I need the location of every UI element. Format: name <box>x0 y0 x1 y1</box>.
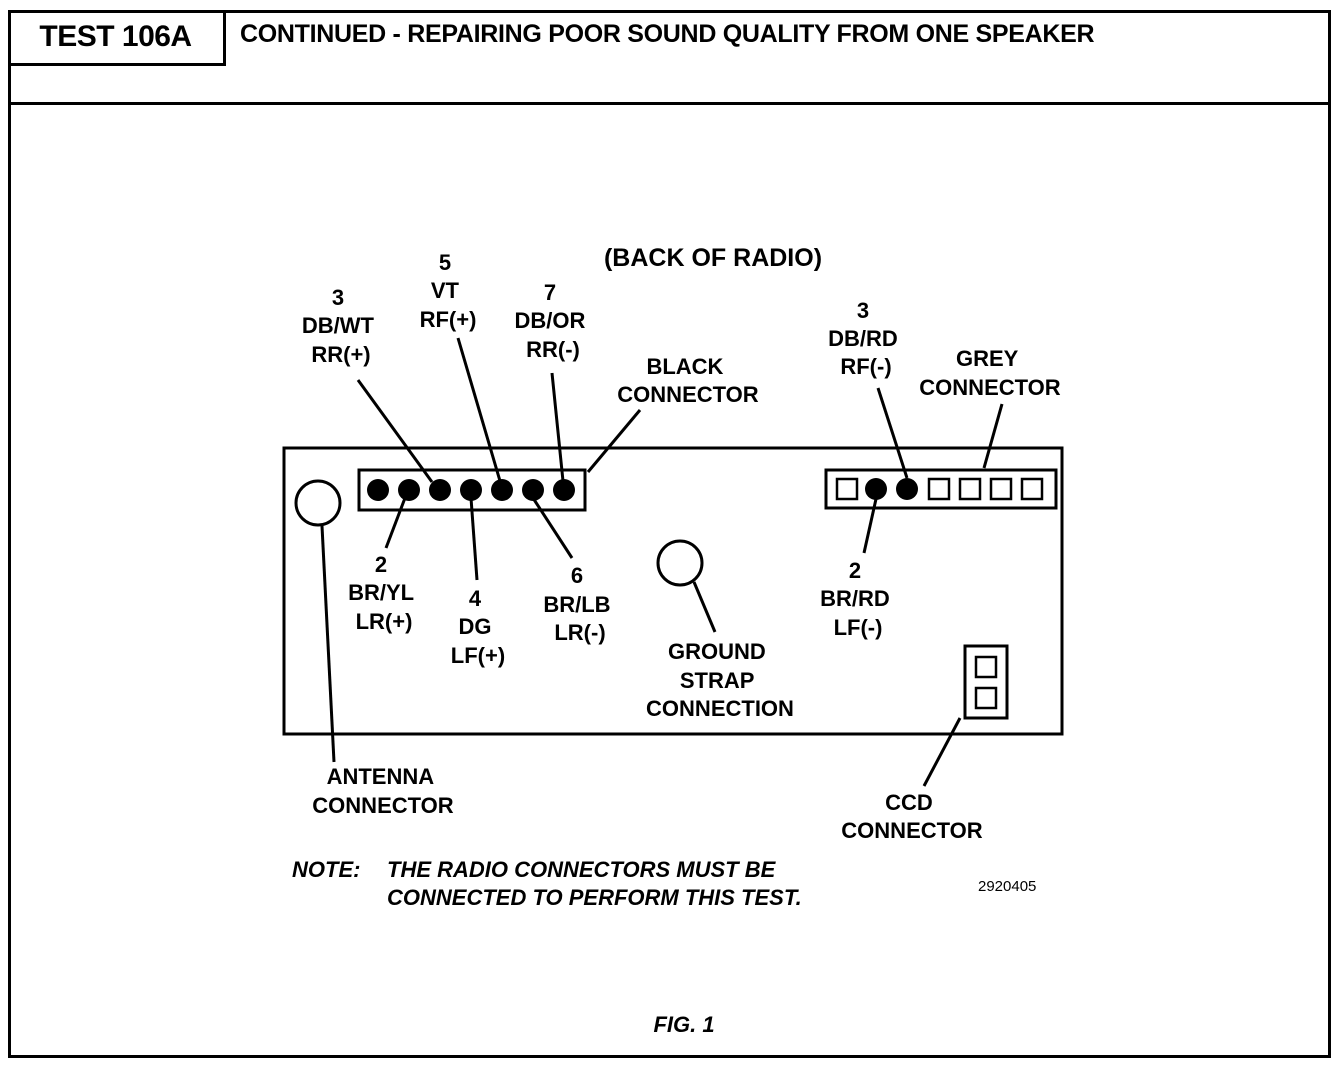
grey-connector-pins <box>835 477 1044 501</box>
grey-pin-5 <box>958 477 982 501</box>
ccd-pin-1 <box>974 655 998 679</box>
test-id-box: TEST 106A <box>8 10 226 66</box>
pin-label-5: 5 VT RF(+) <box>420 250 477 332</box>
pin-label-7: 7 DB/OR RR(-) <box>514 280 591 362</box>
leader-ccd <box>922 717 962 787</box>
pin-label-2-grey: 2 BR/RD LF(-) <box>820 558 896 640</box>
grey-pin-1 <box>835 477 859 501</box>
ccd-connector-label: CCD CONNECTOR <box>841 790 982 843</box>
leader-black-connector <box>586 409 642 473</box>
leader-ground-strap <box>692 581 717 633</box>
figure-caption: FIG. 1 <box>653 1012 714 1037</box>
page-title: CONTINUED - REPAIRING POOR SOUND QUALITY… <box>240 20 1095 48</box>
leader-pin-3 <box>356 379 434 483</box>
leader-pin-5 <box>456 337 502 482</box>
grey-pin-3 <box>896 478 918 500</box>
leader-pin-6 <box>531 497 574 559</box>
black-pin-5 <box>491 479 513 501</box>
note-text: THE RADIO CONNECTORS MUST BE CONNECTED T… <box>387 857 802 910</box>
grey-pin-6 <box>989 477 1013 501</box>
header-divider <box>8 102 1331 105</box>
leader-pin-7 <box>550 372 565 482</box>
pin-label-6: 6 BR/LB LR(-) <box>543 563 616 645</box>
page-frame <box>8 10 1331 1058</box>
figure-code: 2920405 <box>978 878 1036 895</box>
grey-pin-2 <box>865 478 887 500</box>
grey-connector-label: GREY CONNECTOR <box>919 346 1060 400</box>
ground-strap-connection <box>656 539 704 587</box>
leader-grey-connector <box>982 403 1004 469</box>
pin-label-4: 4 DG LF(+) <box>451 586 505 668</box>
black-pin-3 <box>429 479 451 501</box>
pin-label-3-grey: 3 DB/RD RF(-) <box>828 298 904 379</box>
grey-pin-7 <box>1020 477 1044 501</box>
pin-label-2-blk: 2 BR/YL LR(+) <box>348 552 420 634</box>
test-id: TEST 106A <box>39 19 192 53</box>
leader-pin-4 <box>469 497 479 581</box>
black-pin-2 <box>398 479 420 501</box>
leader-pin-2 <box>384 497 407 549</box>
ccd-pin-2 <box>974 686 998 710</box>
black-pin-1 <box>367 479 389 501</box>
antenna-connector <box>294 479 342 527</box>
black-connector-label: BLACK CONNECTOR <box>617 354 758 407</box>
pin-label-3-blk: 3 DB/WT RR(+) <box>302 285 380 367</box>
antenna-connector-label: ANTENNA CONNECTOR <box>312 764 453 818</box>
leader-grey-pin-2 <box>862 498 878 554</box>
note-prefix: NOTE: <box>292 857 360 882</box>
leader-lines <box>320 337 1004 787</box>
black-pin-4 <box>460 479 482 501</box>
black-connector-pins <box>367 479 575 501</box>
leader-antenna <box>320 525 336 763</box>
ground-strap-label: GROUND STRAP CONNECTION <box>646 639 794 721</box>
grey-pin-4 <box>927 477 951 501</box>
black-pin-6 <box>522 479 544 501</box>
black-pin-7 <box>553 479 575 501</box>
leader-grey-pin-3 <box>876 387 909 479</box>
diagram-caption: (BACK OF RADIO) <box>604 244 822 272</box>
